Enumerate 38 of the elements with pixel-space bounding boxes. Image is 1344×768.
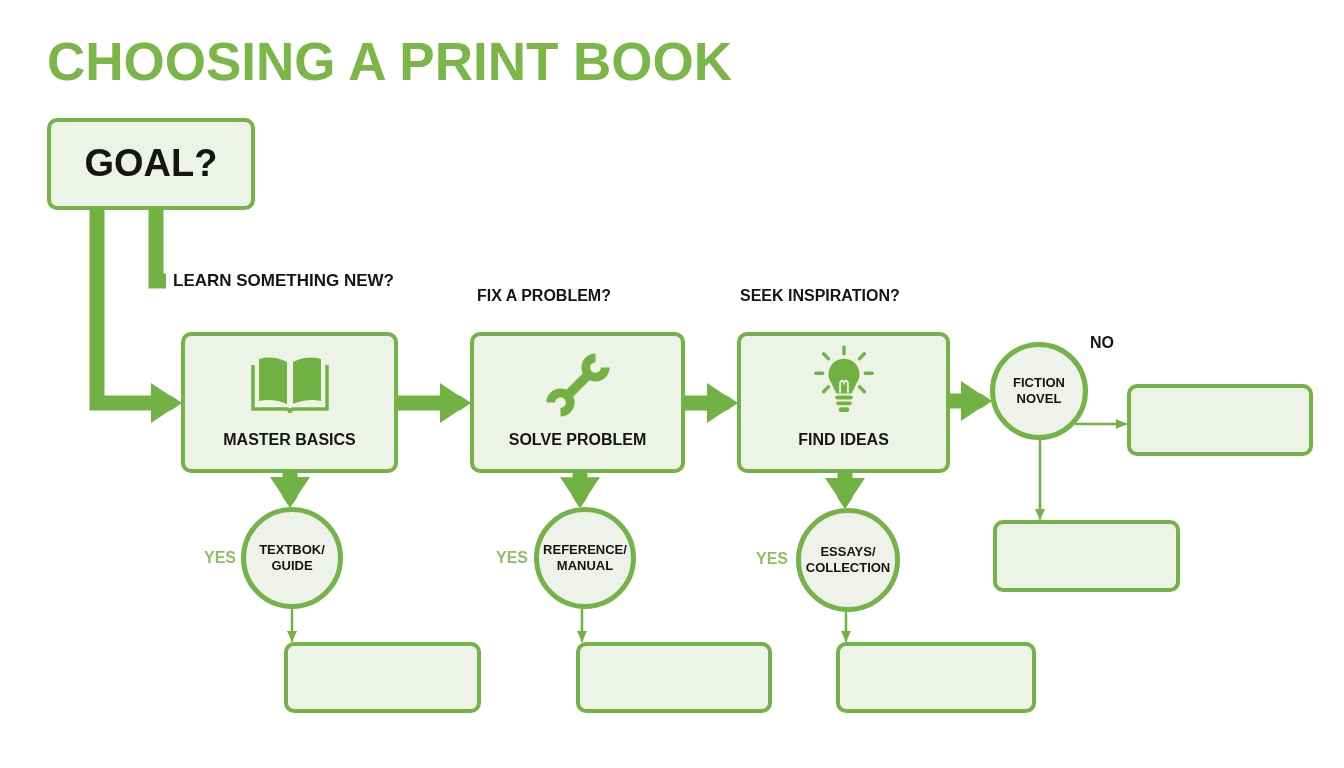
question-label: FIX A PROBLEM? xyxy=(477,286,611,306)
arrow xyxy=(270,473,310,508)
circle-label: TEXTBOK/ GUIDE xyxy=(258,541,326,575)
box-label: GOAL? xyxy=(84,141,218,187)
circle-label: REFERENCE/ MANUAL xyxy=(542,541,628,575)
arrow xyxy=(89,210,181,423)
arrow xyxy=(950,381,992,421)
branch-label: YES xyxy=(496,548,528,568)
branch-label: NO xyxy=(1090,333,1114,353)
process-box xyxy=(181,332,398,473)
process-box xyxy=(470,332,685,473)
empty-box xyxy=(284,642,481,713)
circle-label: FICTION NOVEL xyxy=(1012,374,1066,408)
empty-box xyxy=(836,642,1036,713)
arrow xyxy=(841,611,851,642)
arrow xyxy=(1035,440,1045,520)
box-label: FIND IDEAS xyxy=(797,430,890,450)
empty-box xyxy=(993,520,1180,592)
arrow xyxy=(577,608,587,642)
connector-line xyxy=(148,210,166,289)
process-box xyxy=(737,332,950,473)
empty-box xyxy=(576,642,772,713)
empty-box xyxy=(1127,384,1313,456)
box-label: MASTER BASICS xyxy=(222,430,357,450)
arrow xyxy=(560,473,600,508)
arrow xyxy=(825,473,865,509)
circle-label: ESSAYS/ COLLECTION xyxy=(804,543,892,577)
arrow xyxy=(398,383,470,423)
question-label: SEEK INSPIRATION? xyxy=(740,286,900,306)
arrow xyxy=(1075,419,1127,429)
branch-label: YES xyxy=(756,549,788,569)
question-text: LEARN SOMETHING NEW? xyxy=(166,269,406,293)
arrow xyxy=(685,383,737,423)
start-box xyxy=(47,118,255,210)
box-label: SOLVE PROBLEM xyxy=(507,430,648,450)
branch-label: YES xyxy=(204,548,236,568)
diagram-title: CHOOSING A PRINT BOOK xyxy=(47,35,733,88)
arrow xyxy=(287,609,297,642)
